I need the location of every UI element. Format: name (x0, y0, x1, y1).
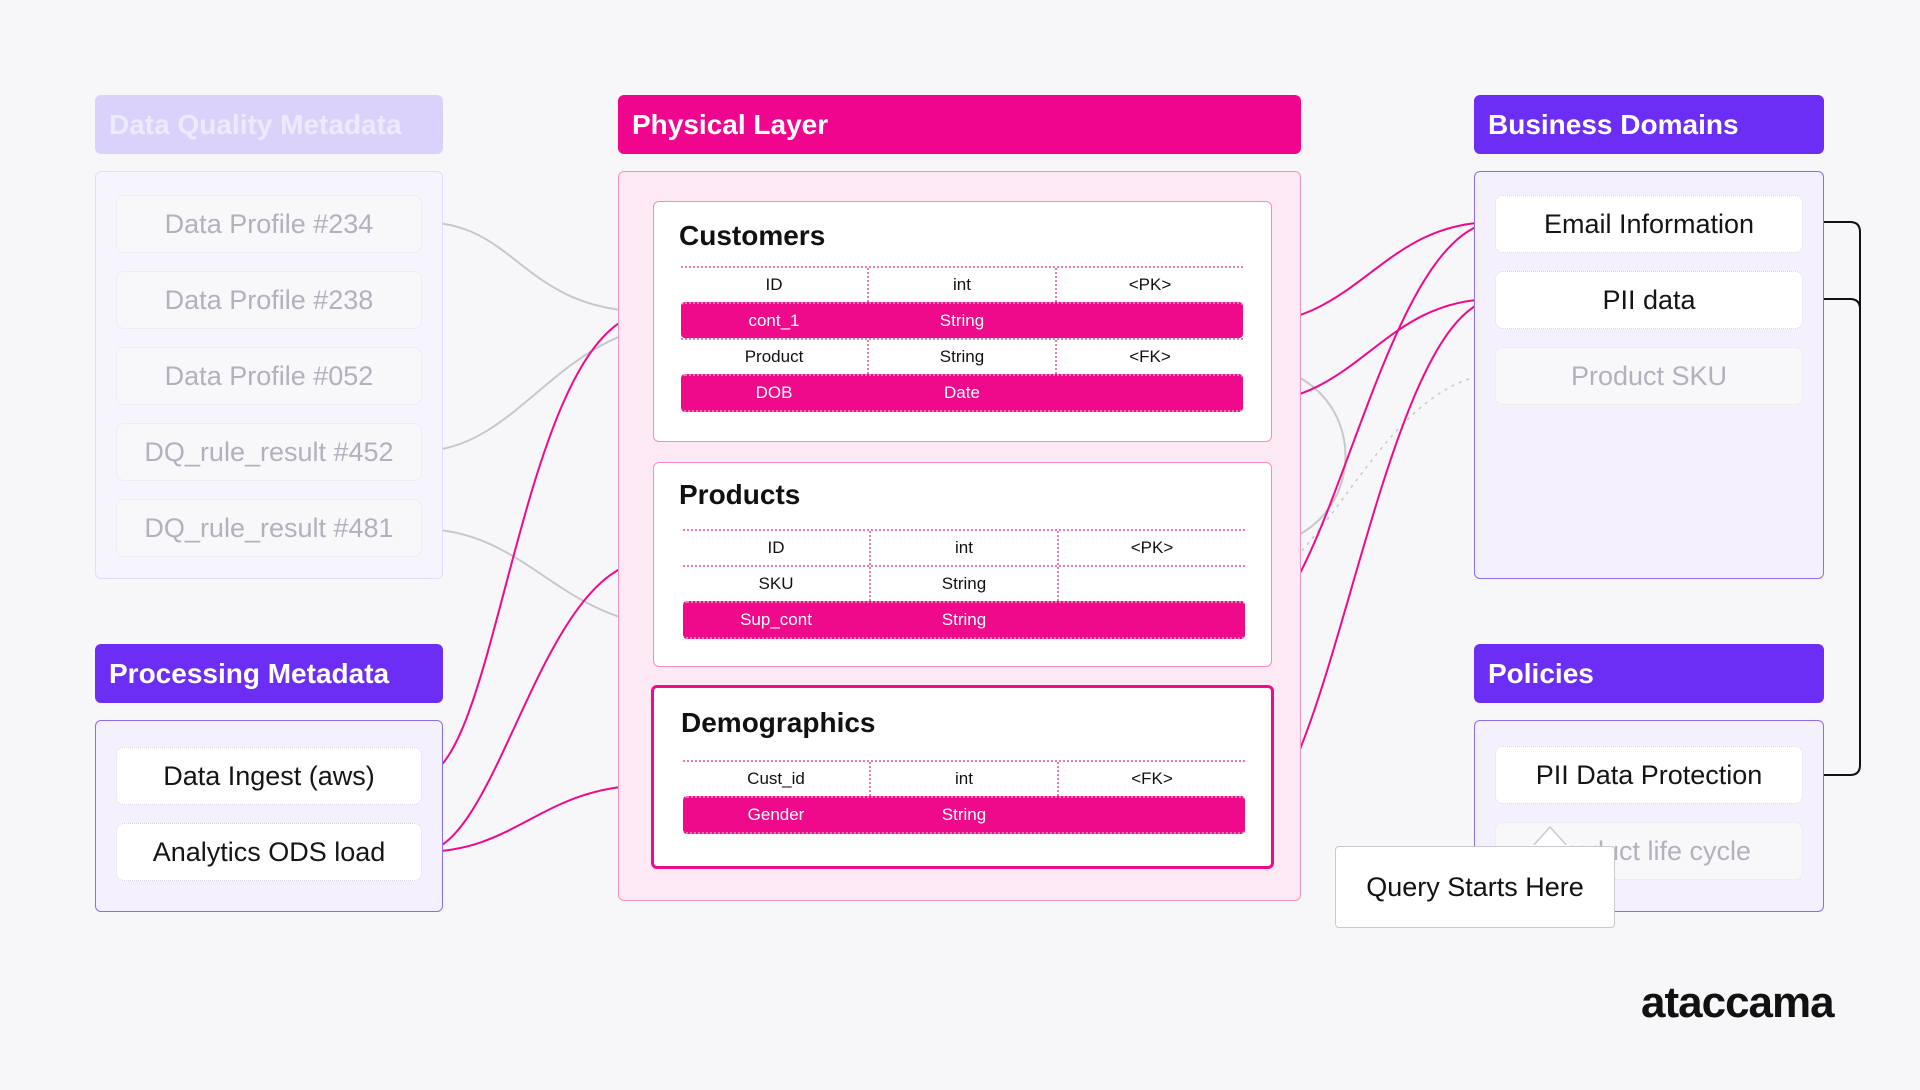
ataccama-logo: ataccama (1641, 978, 1835, 1027)
connection-line (1802, 221, 1861, 776)
business-domains-header: Business Domains (1474, 95, 1824, 154)
cell: DOB (755, 383, 793, 402)
policies-header: Policies (1474, 644, 1824, 703)
dq-item-rule-481[interactable]: DQ_rule_result #481 (116, 499, 422, 557)
table-row[interactable]: Sup_cont String (683, 601, 1245, 639)
table-row[interactable]: cont_1 String (681, 302, 1243, 338)
connection-line (420, 559, 654, 853)
cell: Date (944, 383, 980, 402)
cell: int (871, 762, 1059, 796)
cell: int (869, 268, 1057, 302)
cell: String (941, 805, 987, 824)
dq-item-rule-452[interactable]: DQ_rule_result #452 (116, 423, 422, 481)
tooltip-pointer (1530, 825, 1570, 848)
dq-item-profile-052[interactable]: Data Profile #052 (116, 347, 422, 405)
cell: <PK> (1128, 275, 1172, 294)
cell: int (871, 531, 1059, 565)
table-name: Customers (679, 220, 826, 251)
table-row[interactable]: DOB Date (681, 374, 1243, 412)
business-item-product-sku[interactable]: Product SKU (1495, 347, 1803, 405)
connection-line (420, 311, 654, 777)
connection-line (420, 221, 654, 313)
cell: ID (681, 268, 869, 302)
cell (1059, 603, 1245, 637)
policy-item-pii-data-protection[interactable]: PII Data Protection (1495, 746, 1803, 804)
cell: String (939, 311, 985, 330)
data-quality-header: Data Quality Metadata (95, 95, 443, 154)
table-name: Products (679, 479, 801, 510)
dq-item-profile-238[interactable]: Data Profile #238 (116, 271, 422, 329)
cell: String (871, 567, 1059, 601)
cell: <PK> (1130, 538, 1174, 557)
cell (1057, 304, 1243, 338)
cell: ID (683, 531, 871, 565)
connection-line (420, 784, 654, 853)
processing-header: Processing Metadata (95, 644, 443, 703)
processing-item-analytics-ods[interactable]: Analytics ODS load (116, 823, 422, 881)
cell: SKU (683, 567, 871, 601)
cell (1057, 376, 1243, 410)
cell (1059, 567, 1245, 601)
cell: String (941, 610, 987, 629)
business-item-email-information[interactable]: Email Information (1495, 195, 1803, 253)
cell: cont_1 (748, 311, 800, 330)
cell (1059, 798, 1245, 832)
business-item-pii-data[interactable]: PII data (1495, 271, 1803, 329)
cell: <FK> (1129, 347, 1171, 366)
connection-line (1802, 298, 1861, 310)
cell: Gender (747, 805, 805, 824)
cell: Product (681, 340, 869, 374)
cell: String (869, 340, 1057, 374)
cell: Sup_cont (740, 610, 812, 629)
physical-layer-header: Physical Layer (618, 95, 1301, 154)
processing-item-data-ingest[interactable]: Data Ingest (aws) (116, 747, 422, 805)
dq-item-profile-234[interactable]: Data Profile #234 (116, 195, 422, 253)
table-row[interactable]: Gender String (683, 796, 1245, 834)
cell: Cust_id (683, 762, 871, 796)
query-starts-here-tooltip: Query Starts Here (1335, 846, 1615, 928)
cell: <FK> (1131, 769, 1173, 788)
table-name: Demographics (681, 707, 876, 738)
